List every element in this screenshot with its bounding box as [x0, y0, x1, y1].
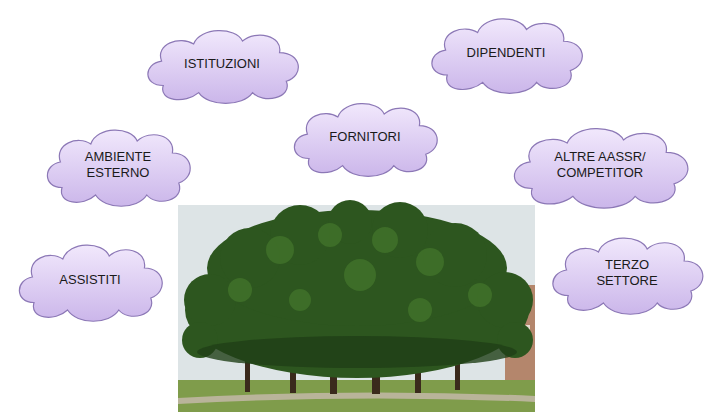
cloud-outline — [19, 245, 162, 321]
cloud-outline — [47, 130, 190, 206]
cloud-node: DIPENDENTI — [422, 9, 591, 97]
cloud-node: TERZO SETTORE — [543, 228, 711, 318]
cloud-label: DIPENDENTI — [454, 45, 558, 61]
cloud-label: ISTITUZIONI — [170, 56, 274, 72]
cloud-label: TERZO SETTORE — [575, 257, 679, 290]
cloud-label: ALTRE AASSR/ COMPETITOR — [540, 149, 660, 182]
cloud-outline — [553, 238, 703, 314]
cloud-node: ASSISTITI — [10, 235, 170, 325]
cloud-label: ASSISTITI — [40, 272, 139, 288]
cloud-outline — [432, 19, 582, 93]
cloud-node: AMBIENTE ESTERNO — [38, 120, 198, 210]
cloud-node: ISTITUZIONI — [138, 21, 307, 107]
cloud-label: FORNITORI — [315, 129, 414, 145]
cloud-node: FORNITORI — [285, 94, 445, 180]
cloud-outline — [148, 31, 298, 104]
cloud-outline — [294, 104, 437, 177]
tree-photo-image — [178, 200, 535, 412]
cloud-node: ALTRE AASSR/ COMPETITOR — [503, 118, 697, 212]
cloud-label: AMBIENTE ESTERNO — [68, 149, 167, 182]
cloud-outline — [514, 129, 687, 209]
